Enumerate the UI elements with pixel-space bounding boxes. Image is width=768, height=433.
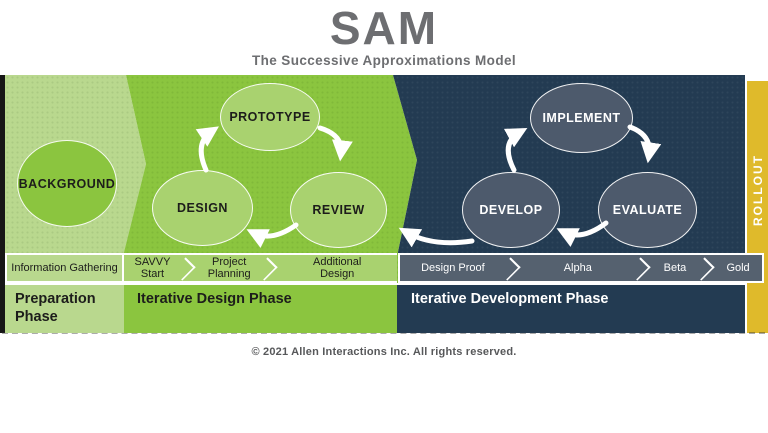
phase-label-text: Iterative Design Phase [137,291,292,307]
timeline-step-label: Beta [663,261,687,274]
design-bubble-label: DESIGN [177,201,228,215]
develop-bubble: DEVELOP [462,172,560,248]
timeline-step-label: Gold [726,261,750,274]
chevron-separator-icon [263,255,277,281]
design-timeline-band: SAVVY Start Project Planning Additional … [124,253,397,283]
left-edge-strip [0,75,5,333]
timeline-step-label: SAVVY Start [134,255,171,280]
diagram-area: ROLLOUT BACKGROUND PROTOTYPE DESIGN REVI… [0,75,768,334]
timeline-step-label: Additional Design [313,255,362,280]
rollout-label: ROLLOUT [750,154,765,226]
develop-bubble-label: DEVELOP [479,203,543,217]
review-bubble: REVIEW [290,172,387,248]
header: SAM The Successive Approximations Model [0,0,768,68]
prototype-bubble-label: PROTOTYPE [229,110,311,124]
rollout-bar: ROLLOUT [747,81,768,333]
implement-bubble-label: IMPLEMENT [542,111,621,125]
prototype-bubble: PROTOTYPE [220,83,320,151]
implement-bubble: IMPLEMENT [530,83,633,153]
timeline-step-label: Design Proof [421,261,485,274]
timeline-step-alpha: Alpha [520,255,636,281]
chevron-separator-icon [700,255,714,281]
phase-label-text: Preparation Phase [15,291,96,326]
background-bubble-label: BACKGROUND [18,176,116,191]
timeline-step-information-gathering: Information Gathering [5,253,124,283]
copyright-text: © 2021 Allen Interactions Inc. All right… [251,346,517,358]
timeline-step-project-planning: Project Planning [195,255,263,281]
timeline-step-label: Information Gathering [11,261,118,274]
review-bubble-label: REVIEW [312,203,365,217]
timeline-step-additional-design: Additional Design [277,255,397,281]
phase-label-iterative-development: Iterative Development Phase [397,283,745,333]
timeline-step-savvy-start: SAVVY Start [124,255,181,281]
evaluate-bubble-label: EVALUATE [612,203,683,217]
page-title: SAM [329,2,439,54]
development-timeline-band: Design Proof Alpha Beta Gold [398,253,764,283]
page-subtitle: The Successive Approximations Model [251,53,517,68]
chevron-separator-icon [636,255,650,281]
design-bubble: DESIGN [152,170,253,246]
evaluate-bubble: EVALUATE [598,172,697,248]
phase-label-text: Iterative Development Phase [411,291,609,307]
timeline-step-design-proof: Design Proof [400,255,506,281]
timeline-step-label: Alpha [563,261,592,274]
phase-label-iterative-design: Iterative Design Phase [124,283,397,333]
timeline-step-beta: Beta [650,255,700,281]
phase-label-preparation: Preparation Phase [5,283,124,333]
chevron-separator-icon [506,255,520,281]
timeline-step-label: Project Planning [207,255,251,280]
bottom-dotted-edge [2,332,765,334]
chevron-separator-icon [181,255,195,281]
background-bubble: BACKGROUND [17,140,117,227]
timeline-step-gold: Gold [714,255,762,281]
